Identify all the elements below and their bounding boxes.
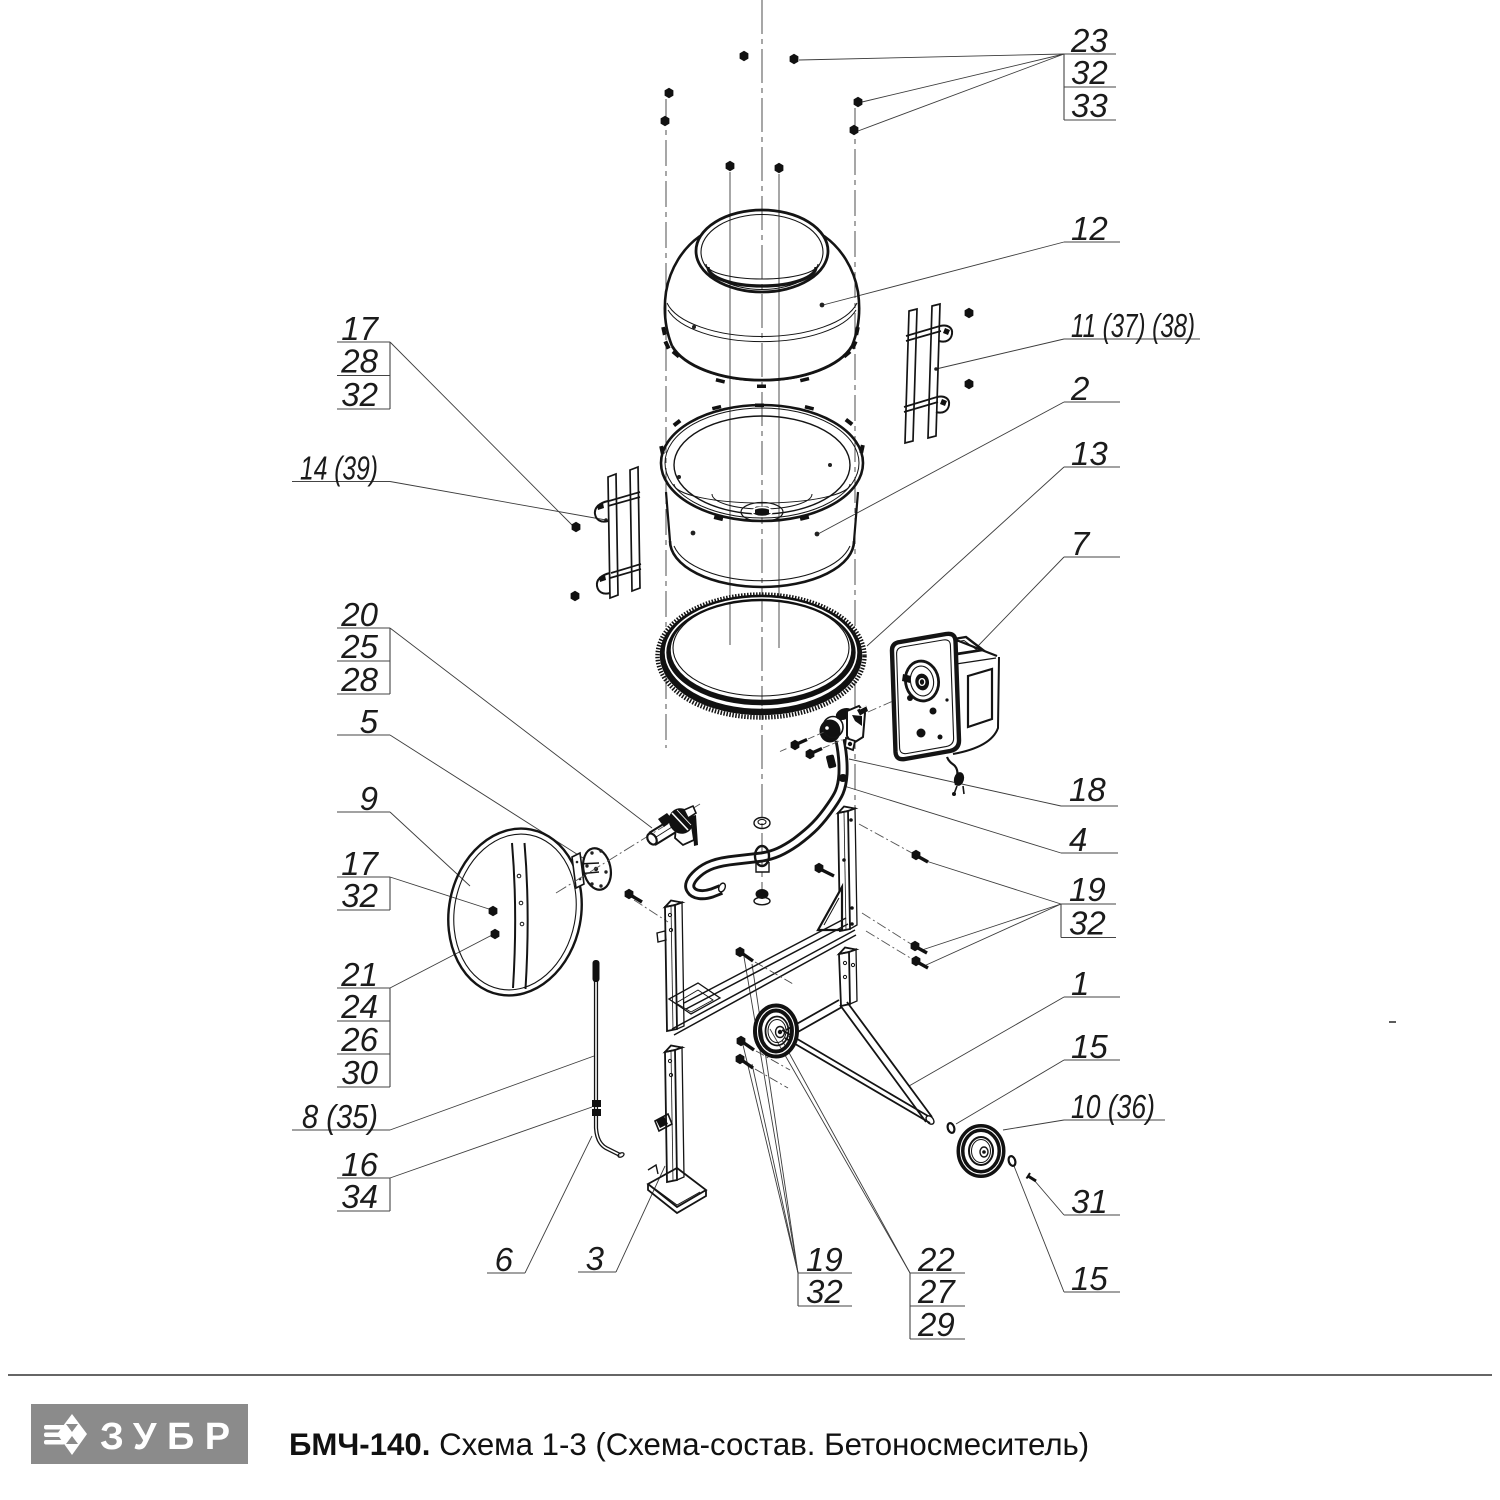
svg-text:22: 22 — [917, 1241, 955, 1278]
svg-text:21: 21 — [340, 956, 378, 993]
svg-text:19: 19 — [1069, 871, 1106, 908]
svg-text:5: 5 — [360, 703, 379, 740]
svg-text:17: 17 — [341, 310, 379, 347]
svg-text:4: 4 — [1069, 821, 1087, 858]
svg-text:31: 31 — [1071, 1183, 1108, 1220]
svg-text:23: 23 — [1070, 22, 1108, 59]
svg-text:17: 17 — [341, 845, 379, 882]
svg-text:26: 26 — [340, 1021, 378, 1058]
svg-text:33: 33 — [1071, 87, 1108, 124]
svg-text:32: 32 — [1069, 905, 1106, 942]
svg-text:34: 34 — [341, 1178, 378, 1215]
svg-text:32: 32 — [341, 877, 378, 914]
svg-text:15: 15 — [1071, 1028, 1108, 1065]
svg-text:32: 32 — [341, 376, 378, 413]
svg-text:18: 18 — [1069, 771, 1106, 808]
svg-text:28: 28 — [340, 661, 378, 698]
svg-text:12: 12 — [1071, 210, 1108, 247]
svg-text:16: 16 — [341, 1146, 378, 1183]
svg-text:15: 15 — [1071, 1260, 1108, 1297]
svg-text:2: 2 — [1070, 370, 1089, 407]
svg-text:32: 32 — [806, 1273, 843, 1310]
svg-text:29: 29 — [917, 1306, 955, 1343]
svg-text:БМЧ-140. Схема 1-3 (Схема-сост: БМЧ-140. Схема 1-3 (Схема-состав. Бетоно… — [289, 1427, 1089, 1462]
svg-text:28: 28 — [340, 343, 378, 380]
svg-text:20: 20 — [340, 596, 378, 633]
svg-text:19: 19 — [806, 1241, 843, 1278]
svg-text:6: 6 — [495, 1241, 514, 1278]
svg-text:8 (35): 8 (35) — [302, 1098, 378, 1135]
svg-text:24: 24 — [340, 988, 378, 1025]
svg-text:10 (36): 10 (36) — [1071, 1088, 1155, 1125]
svg-text:3: 3 — [586, 1240, 605, 1277]
svg-text:30: 30 — [341, 1054, 378, 1091]
svg-text:1: 1 — [1071, 965, 1089, 1002]
svg-text:7: 7 — [1071, 525, 1091, 562]
svg-text:25: 25 — [340, 628, 378, 665]
svg-text:14 (39): 14 (39) — [300, 450, 378, 487]
svg-text:32: 32 — [1071, 54, 1108, 91]
svg-text:11 (37) (38): 11 (37) (38) — [1071, 307, 1195, 344]
svg-text:ЗУБР: ЗУБР — [100, 1416, 241, 1458]
svg-text:27: 27 — [917, 1273, 956, 1310]
svg-text:9: 9 — [360, 780, 378, 817]
svg-text:13: 13 — [1071, 435, 1108, 472]
